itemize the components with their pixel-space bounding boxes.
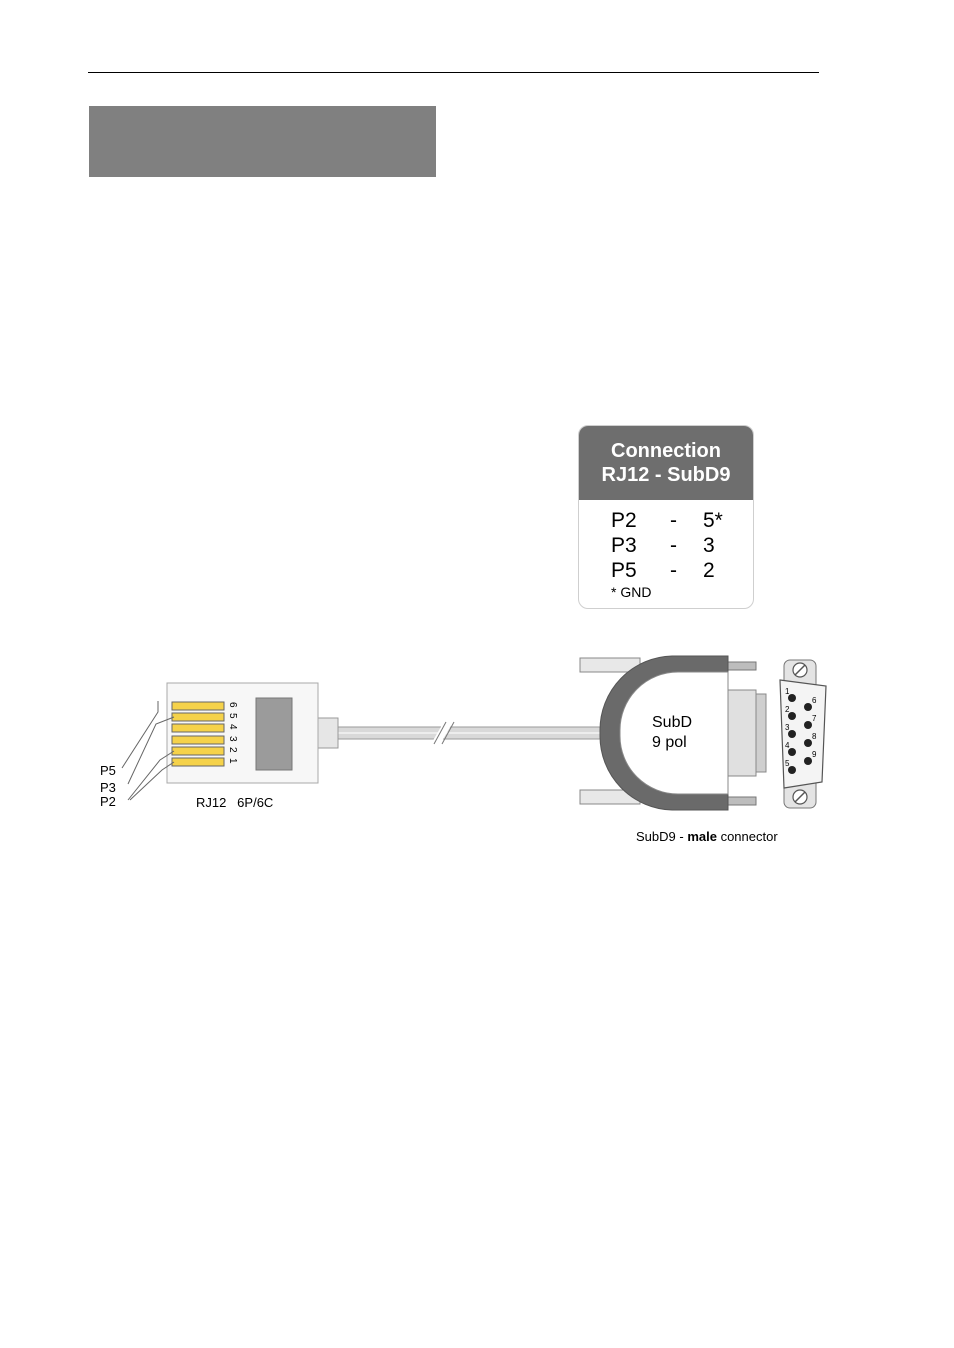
subd-pin-label: 5 (785, 759, 790, 768)
connection-table-header: Connection RJ12 - SubD9 (579, 426, 753, 500)
subd-pin-label: 4 (785, 741, 790, 750)
callout-p2: P2 (100, 794, 116, 809)
rj12-pin: P2 (611, 509, 637, 532)
dash: - (670, 509, 677, 532)
top-rule (88, 72, 819, 73)
subd-body-line1: SubD (652, 714, 692, 731)
connection-title-line1: Connection (611, 440, 721, 462)
subd-pin: 5* (703, 509, 723, 532)
subd-pin-label: 7 (812, 714, 817, 723)
subd-pin-5 (788, 766, 796, 774)
rj12-pin-number: 3 (227, 736, 238, 742)
subd-pin-label: 1 (785, 687, 790, 696)
dash: - (670, 534, 677, 557)
subd-pin: 3 (703, 534, 715, 557)
rj12-contact-1 (171, 757, 225, 767)
subd-pin-9 (804, 757, 812, 765)
subd-pin-8 (804, 739, 812, 747)
rj12-pin-number: 1 (227, 758, 238, 764)
cable (337, 721, 601, 745)
subd-pin-2 (788, 712, 796, 720)
dash: - (670, 559, 677, 582)
subd-pin-7 (804, 721, 812, 729)
subd-pin-4 (788, 748, 796, 756)
subd-pin-label: 6 (812, 696, 817, 705)
section-header-band (89, 106, 436, 177)
subd-pin: 2 (703, 559, 715, 582)
subd-hood: SubD 9 pol (579, 655, 767, 811)
subd9-face: 1 2 3 4 5 6 7 8 9 (779, 659, 827, 809)
connection-row: P2 - 5* (579, 508, 753, 533)
rj12-pin: P3 (611, 534, 637, 557)
rj12-contact-3 (171, 735, 225, 745)
rj12-pin-number: 5 (227, 713, 238, 719)
connection-table: Connection RJ12 - SubD9 P2 - 5* P3 - 3 P… (578, 425, 754, 609)
callout-lines (121, 701, 175, 801)
subd-pin-label: 2 (785, 705, 790, 714)
rj12-pin-number: 6 (227, 702, 238, 708)
rj12-contact-4 (171, 723, 225, 733)
rj12-contact-2 (171, 746, 225, 756)
connection-row: P3 - 3 (579, 533, 753, 558)
subd-pin-6 (804, 703, 812, 711)
subd-pin-label: 3 (785, 723, 790, 732)
connection-title-line2: RJ12 - SubD9 (601, 464, 731, 486)
rj12-pin-number: 4 (227, 724, 238, 730)
rj12-contact-6 (171, 701, 225, 711)
rj12-plug: 6 5 4 3 2 1 RJ12 6P/6C (166, 682, 339, 810)
rj12-label: RJ12 6P/6C (196, 795, 273, 810)
callout-p3: P3 (100, 780, 116, 795)
subd-pin-1 (788, 694, 796, 702)
subd-pin-label: 9 (812, 750, 817, 759)
rj12-pin-number: 2 (227, 747, 238, 753)
rj12-contact-5 (171, 712, 225, 722)
subd9-caption: SubD9 - male connector (636, 829, 778, 844)
rj12-pin: P5 (611, 559, 637, 582)
gnd-note: * GND (611, 584, 652, 600)
connection-row: P5 - 2 (579, 558, 753, 583)
subd-body-line2: 9 pol (652, 734, 687, 751)
callout-p5: P5 (100, 763, 116, 778)
subd-pin-label: 8 (812, 732, 817, 741)
subd-pin-3 (788, 730, 796, 738)
